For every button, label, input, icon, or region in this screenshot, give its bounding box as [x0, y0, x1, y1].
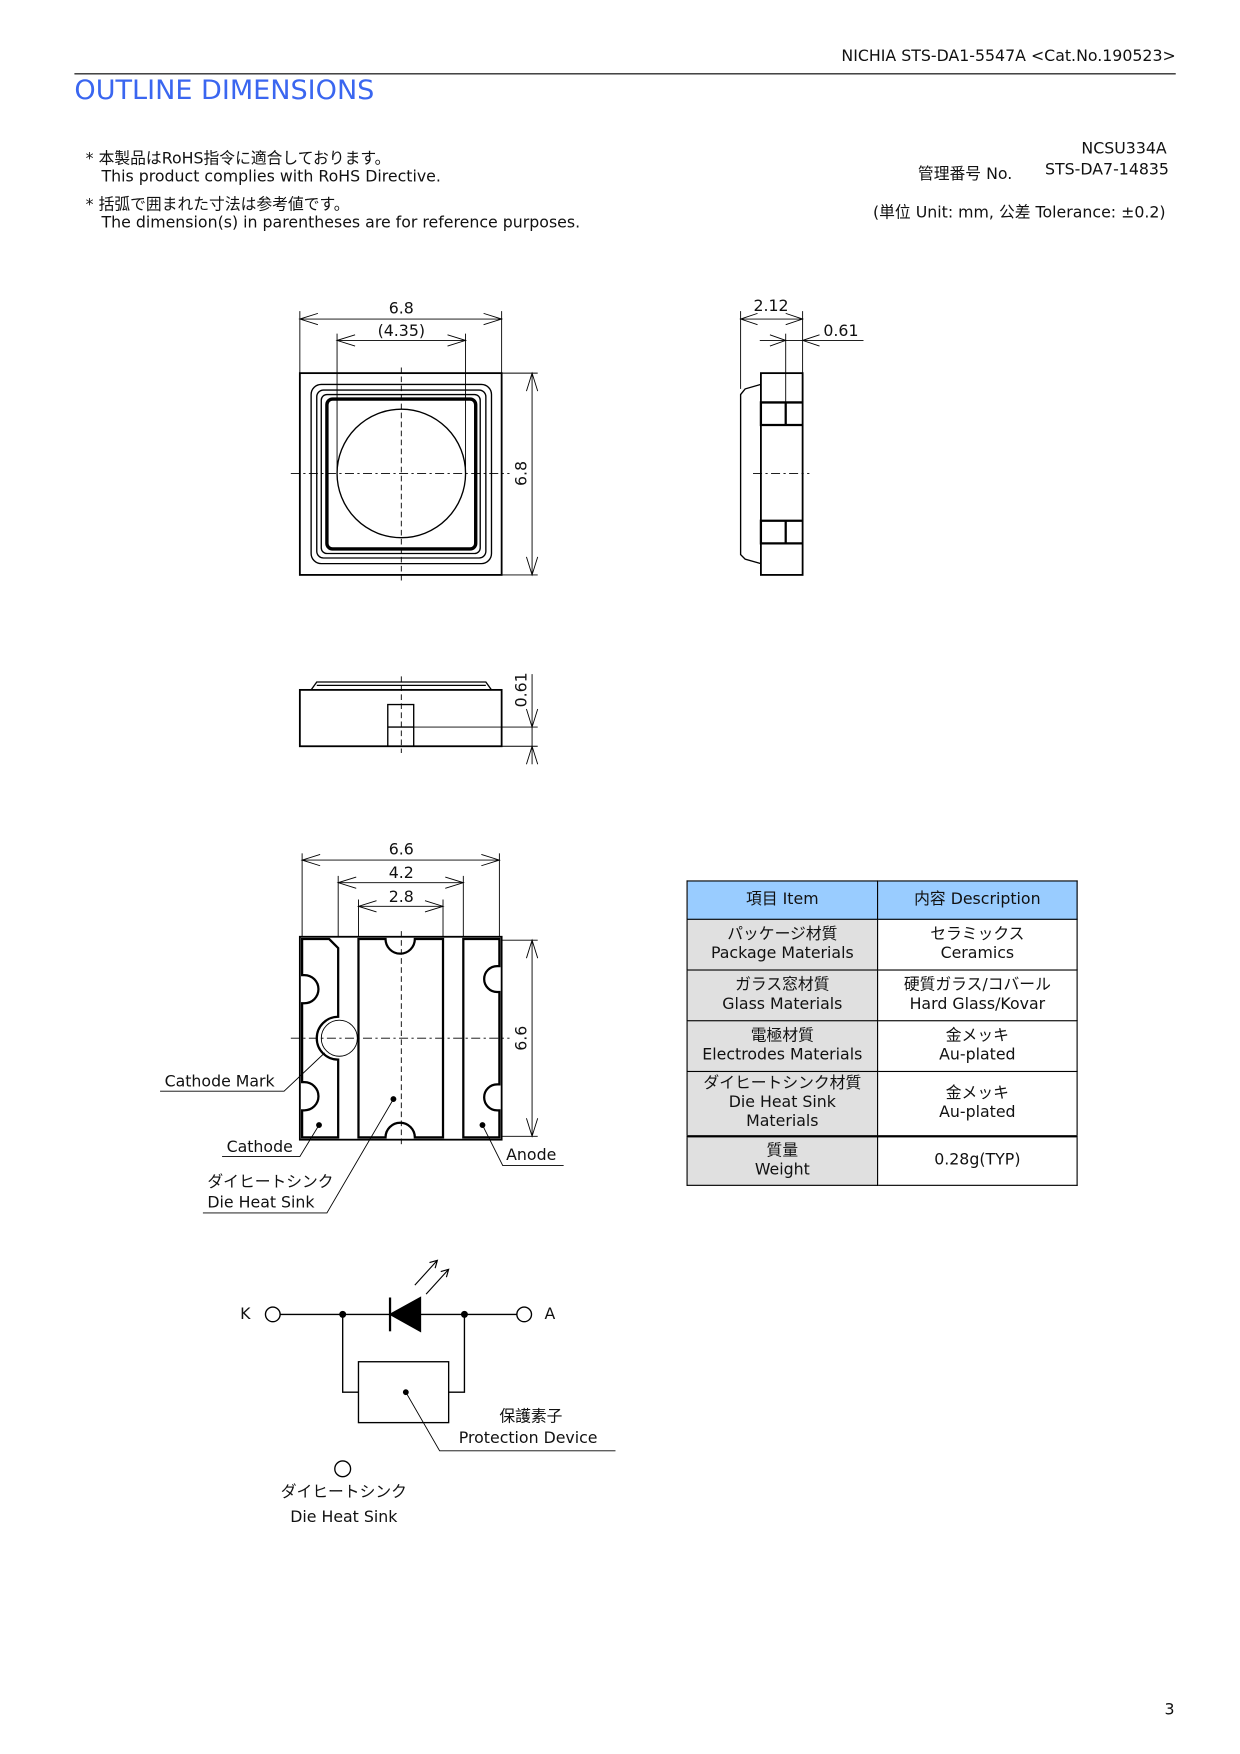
item-jp: ガラス窓材質: [735, 976, 830, 995]
dim-bottom-width: 6.6: [389, 839, 414, 858]
units-tolerance: (単位 Unit: mm, 公差 Tolerance: ±0.2): [872, 204, 1166, 223]
desc-cell: 0.28g(TYP): [877, 1135, 1078, 1186]
dim-bottom-height: 6.6: [511, 1026, 530, 1051]
side-view: [739, 311, 864, 576]
desc-en: Au-plated: [939, 1103, 1016, 1122]
circuit-diagram: [264, 1259, 616, 1478]
diode-icon: [388, 1296, 422, 1333]
dim-front-pad: 0.61: [511, 672, 530, 707]
dim-top-lens: (4.35): [378, 321, 425, 340]
note-rohs-en: This product complies with RoHS Directiv…: [101, 167, 441, 186]
header-divider: [74, 73, 1176, 75]
mgmt-number: STS-DA7-14835: [1044, 161, 1169, 180]
dim-bottom-center: 2.8: [389, 887, 414, 906]
desc-en: Ceramics: [940, 944, 1015, 963]
desc-jp: 金メッキ: [945, 1026, 1009, 1045]
page-title: OUTLINE DIMENSIONS: [74, 74, 375, 106]
item-jp: 電極材質: [750, 1026, 814, 1045]
circuit-die-jp: ダイヒートシンク: [281, 1482, 407, 1501]
dim-bottom-inner: 4.2: [389, 863, 414, 882]
dim-top-width: 6.8: [389, 298, 414, 317]
dim-top-height: 6.8: [511, 461, 530, 486]
top-view: [290, 311, 539, 582]
label-cathode: Cathode: [227, 1137, 293, 1156]
label-die-heat-sink-en: Die Heat Sink: [207, 1192, 315, 1211]
protection-device-box: [357, 1361, 450, 1424]
circuit-k-label: K: [240, 1304, 251, 1323]
desc-jp: 金メッキ: [945, 1084, 1009, 1103]
light-emission-arrows-icon: [414, 1259, 450, 1295]
item-en: Glass Materials: [722, 995, 843, 1014]
item-jp: 質量: [766, 1141, 799, 1160]
document-id: NICHIA STS-DA1-5547A <Cat.No.190523>: [841, 47, 1176, 66]
desc-en: Hard Glass/Kovar: [909, 995, 1046, 1014]
desc-en: 0.28g(TYP): [934, 1151, 1021, 1170]
label-die-heat-sink-jp: ダイヒートシンク: [207, 1172, 333, 1191]
dim-side-pad: 0.61: [823, 321, 858, 340]
label-cathode-mark: Cathode Mark: [165, 1072, 276, 1091]
bottom-view: [160, 853, 564, 1214]
front-view: [298, 674, 539, 765]
note-rohs-jp: * 本製品はRoHS指令に適合しております。: [85, 149, 391, 168]
circuit-a-label: A: [544, 1304, 555, 1323]
table-header-row: 項目 Item 内容 Description: [686, 880, 1078, 920]
dim-side-depth: 2.12: [753, 296, 788, 315]
item-jp: パッケージ材質: [727, 925, 838, 944]
header-item: 項目 Item: [686, 880, 879, 920]
mgmt-label: 管理番号 No.: [917, 165, 1013, 184]
item-en: Electrodes Materials: [702, 1046, 863, 1065]
desc-jp: セラミックス: [930, 925, 1025, 944]
item-en: Die Heat Sink Materials: [728, 1093, 836, 1131]
model-number: NCSU334A: [1081, 139, 1167, 158]
page-number: 3: [1164, 1701, 1175, 1720]
note-ref-jp: * 括弧で囲まれた寸法は参考値です。: [85, 196, 350, 215]
desc-en: Au-plated: [939, 1046, 1016, 1065]
note-ref-en: The dimension(s) in parentheses are for …: [101, 214, 581, 233]
header-description: 内容 Description: [877, 880, 1078, 920]
item-jp: ダイヒートシンク材質: [703, 1074, 862, 1093]
circuit-die-en: Die Heat Sink: [290, 1507, 398, 1526]
item-en: Package Materials: [710, 944, 854, 963]
protection-device-en: Protection Device: [459, 1428, 598, 1447]
item-en: Weight: [754, 1160, 810, 1179]
desc-jp: 硬質ガラス/コバール: [903, 976, 1051, 995]
protection-device-jp: 保護素子: [499, 1406, 562, 1425]
label-anode: Anode: [506, 1145, 556, 1164]
